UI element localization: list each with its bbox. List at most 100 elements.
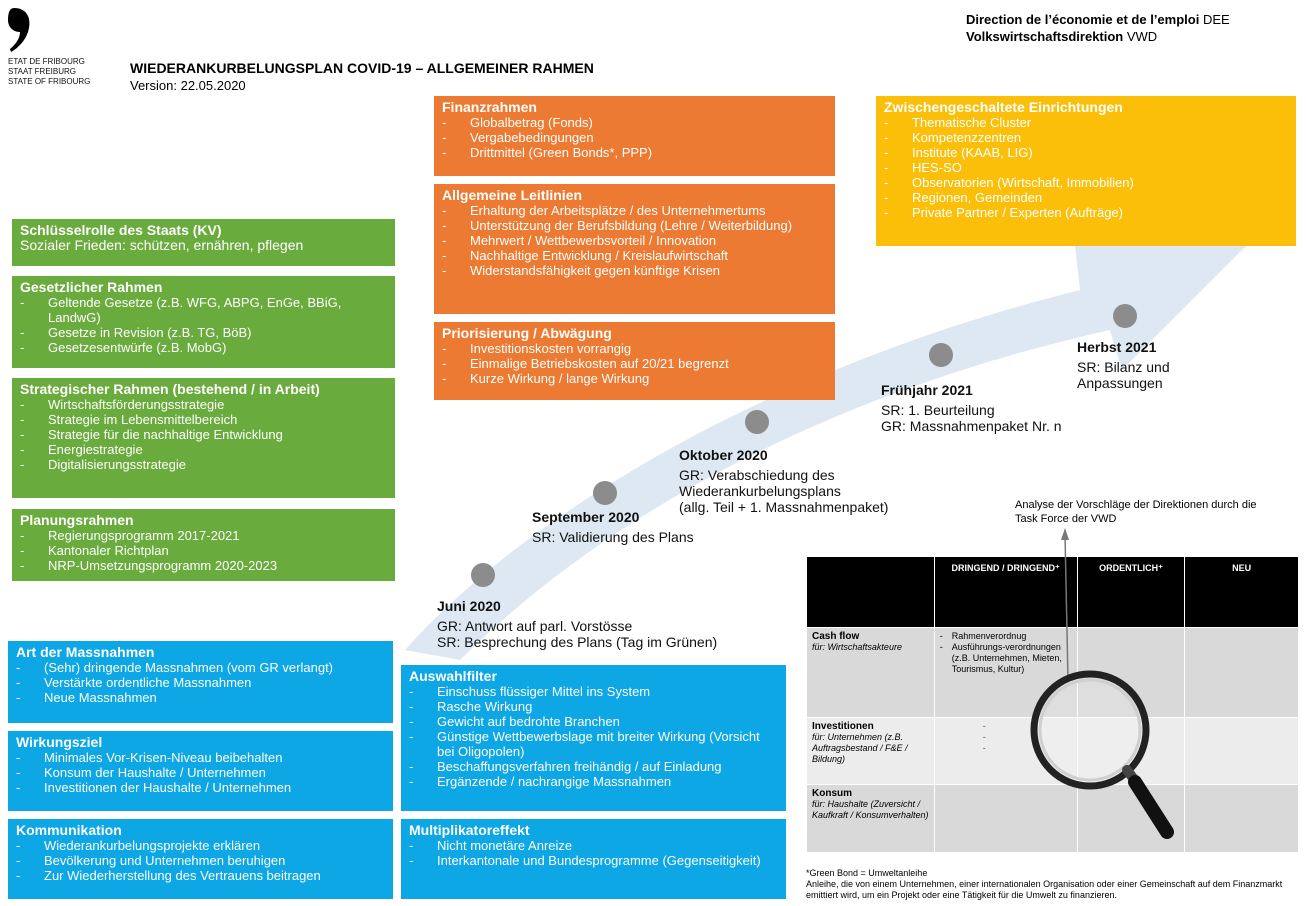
list-item: Thematische Cluster [884, 115, 1288, 130]
list-item: Rasche Wirkung [409, 699, 778, 714]
matrix-cell [1184, 627, 1299, 718]
matrix-corner [806, 556, 935, 628]
list-item: Energiestrategie [20, 442, 387, 457]
row-title: Investitionen [812, 721, 874, 732]
list-item: Vergabebedingungen [442, 130, 827, 145]
milestone-line: (allg. Teil + 1. Massnahmenpaket) [679, 499, 889, 515]
milestone-juni-2020: Juni 2020 GR: Antwort auf parl. Vorstöss… [437, 598, 797, 650]
list-item: Zur Wiederherstellung des Vertrauens bei… [16, 868, 385, 883]
list-item: Nachhaltige Entwicklung / Kreislaufwirts… [442, 248, 827, 263]
list-item: Gewicht auf bedrohte Branchen [409, 714, 778, 729]
list-item: Investitionskosten vorrangig [442, 341, 827, 356]
matrix-cell [1184, 717, 1299, 785]
list-item: Kantonaler Richtplan [20, 543, 387, 558]
row-subtitle: für: Haushalte (Zuversicht / Kaufkraft /… [812, 799, 929, 820]
footnote: *Green Bond = Umweltanleihe Anleihe, die… [806, 868, 1302, 901]
box-title: Gesetzlicher Rahmen [20, 279, 163, 295]
milestone-line: GR: Antwort auf parl. Vorstösse [437, 618, 633, 634]
box-title: Multiplikatoreffekt [409, 822, 530, 838]
matrix-row: Konsum für: Haushalte (Zuversicht / Kauf… [806, 784, 1299, 853]
list-item: Investitionen der Haushalte / Unternehme… [16, 780, 385, 795]
list-item: Interkantonale und Bundesprogramme (Gege… [409, 853, 778, 868]
matrix-row-header: Cash flow für: Wirtschaftsakteure [806, 627, 935, 718]
box-list: Wiederankurbelungsprojekte erklären Bevö… [16, 838, 385, 883]
matrix-cell: Rahmenverordnug Ausführungs-verordnungen… [933, 627, 1078, 718]
box-list: Einschuss flüssiger Mittel ins System Ra… [409, 684, 778, 789]
timeline-dot [929, 343, 953, 367]
list-item: Mehrwert / Wettbewerbsvorteil / Innovati… [442, 233, 827, 248]
priorisierung-box: Priorisierung / Abwägung Investitionskos… [434, 322, 835, 400]
list-item: Unterstützung der Berufsbildung (Lehre /… [442, 218, 827, 233]
box-list: (Sehr) dringende Massnahmen (vom GR verl… [16, 660, 385, 705]
box-title: Strategischer Rahmen (bestehend / in Arb… [20, 381, 320, 397]
matrix-header-row: DRINGEND / DRINGEND⁺ ORDENTLICH⁺ NEU [806, 556, 1299, 628]
list-item: Einschuss flüssiger Mittel ins System [409, 684, 778, 699]
list-item: Ergänzende / nachrangige Massnahmen [409, 774, 778, 789]
matrix-row-header: Investitionen für: Unternehmen (z.B. Auf… [806, 717, 935, 785]
box-title: Schlüsselrolle des Staats (KV) [20, 222, 222, 238]
milestone-fruehjahr-2021: Frühjahr 2021 SR: 1. Beurteilung GR: Mas… [881, 382, 1121, 434]
list-item: Gesetze in Revision (z.B. TG, BöB) [20, 325, 387, 340]
cell-list: Rahmenverordnug Ausführungs-verordnungen… [940, 631, 1072, 675]
list-item: Ausführungs-verordnungen (z.B. Unternehm… [940, 642, 1072, 675]
box-title: Kommunikation [16, 822, 122, 838]
timeline-dot [593, 481, 617, 505]
list-item: Strategie im Lebensmittelbereich [20, 412, 387, 427]
milestone-title: Frühjahr 2021 [881, 382, 973, 398]
list-item: Günstige Wettbewerbslage mit breiter Wir… [409, 729, 778, 759]
row-subtitle: für: Wirtschaftsakteure [812, 642, 902, 652]
page-title: WIEDERANKURBELUNGSPLAN COVID-19 – ALLGEM… [130, 60, 594, 76]
milestone-line: GR: Verabschiedung des Wiederankurbelung… [679, 467, 841, 499]
timeline-dot [1113, 304, 1137, 328]
list-item: Gesetzesentwürfe (z.B. MobG) [20, 340, 387, 355]
box-list: Investitionskosten vorrangig Einmalige B… [442, 341, 827, 386]
milestone-title: Juni 2020 [437, 598, 501, 614]
box-title: Allgemeine Leitlinien [442, 187, 583, 203]
list-item: NRP-Umsetzungsprogramm 2020-2023 [20, 558, 387, 573]
row-title: Cash flow [812, 631, 860, 642]
box-list: Geltende Gesetze (z.B. WFG, ABPG, EnGe, … [20, 295, 387, 355]
milestone-oktober-2020: Oktober 2020 GR: Verabschiedung des Wied… [679, 447, 949, 515]
box-list: Wirtschaftsförderungsstrategie Strategie… [20, 397, 387, 472]
list-item: Wirtschaftsförderungsstrategie [20, 397, 387, 412]
box-list: Erhaltung der Arbeitsplätze / des Untern… [442, 203, 827, 278]
art-box: Art der Massnahmen (Sehr) dringende Mass… [8, 641, 393, 723]
direction-de: Volkswirtschaftsdirektion [966, 29, 1124, 44]
matrix-cell: - - - [933, 717, 1078, 785]
box-list: Regierungsprogramm 2017-2021 Kantonaler … [20, 528, 387, 573]
zwischen-box: Zwischengeschaltete Einrichtungen Themat… [876, 96, 1296, 246]
direction-header: Direction de l’économie et de l’emploi D… [966, 11, 1230, 45]
list-item: Globalbetrag (Fonds) [442, 115, 827, 130]
milestone-line: SR: 1. Beurteilung [881, 402, 995, 418]
list-item: Digitalisierungsstrategie [20, 457, 387, 472]
list-item: Geltende Gesetze (z.B. WFG, ABPG, EnGe, … [20, 295, 387, 325]
box-title: Art der Massnahmen [16, 644, 155, 660]
milestone-line: SR: Validierung des Plans [532, 529, 694, 545]
milestone-title: September 2020 [532, 509, 640, 525]
komm-box: Kommunikation Wiederankurbelungsprojekte… [8, 819, 393, 899]
box-title: Wirkungsziel [16, 734, 103, 750]
direction-de-abbr: VWD [1123, 29, 1158, 44]
list-item: Private Partner / Experten (Aufträge) [884, 205, 1288, 220]
list-item: HES-SO [884, 160, 1288, 175]
box-list: Nicht monetäre Anreize Interkantonale un… [409, 838, 778, 868]
milestone-title: Oktober 2020 [679, 447, 768, 463]
list-item: Verstärkte ordentliche Massnahmen [16, 675, 385, 690]
list-item: Wiederankurbelungsprojekte erklären [16, 838, 385, 853]
list-item: Rahmenverordnug [940, 631, 1072, 642]
dash-mark: - [982, 743, 986, 753]
matrix-row-header: Konsum für: Haushalte (Zuversicht / Kauf… [806, 784, 935, 853]
matrix-col-ordentlich: ORDENTLICH⁺ [1076, 556, 1186, 628]
matrix-cell [1076, 784, 1186, 853]
list-item: Beschaffungsverfahren freihändig / auf E… [409, 759, 778, 774]
footnote-title: *Green Bond = Umweltanleihe [806, 868, 928, 878]
leitlinien-box: Allgemeine Leitlinien Erhaltung der Arbe… [434, 184, 835, 314]
dash-mark: - [982, 732, 986, 742]
state-name: ETAT DE FRIBOURG STAAT FREIBURG STATE OF… [8, 57, 90, 87]
row-title: Konsum [812, 788, 852, 799]
state-name-fr: ETAT DE FRIBOURG [8, 57, 85, 66]
list-item: Strategie für die nachhaltige Entwicklun… [20, 427, 387, 442]
milestone-line: SR: Bilanz und Anpassungen [1077, 359, 1170, 391]
milestone-herbst-2021: Herbst 2021 SR: Bilanz und Anpassungen [1077, 339, 1217, 391]
